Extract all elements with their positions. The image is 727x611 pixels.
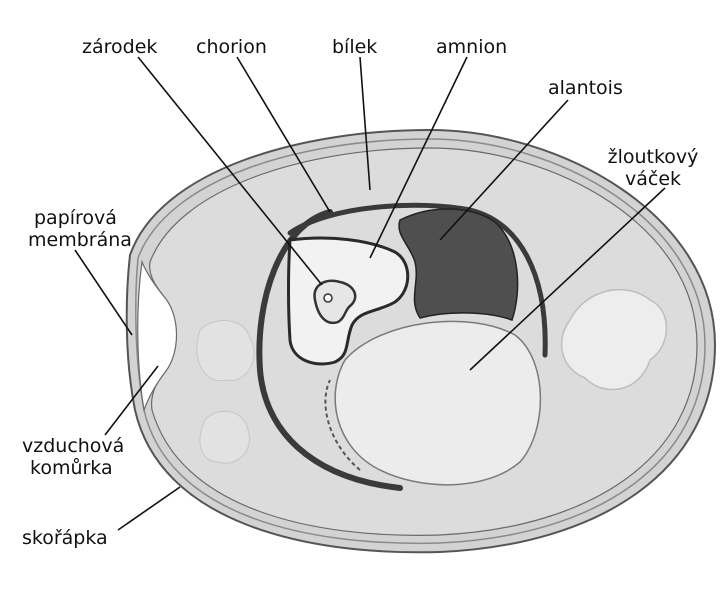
label-papirova-line2: membrána xyxy=(28,229,132,251)
label-amnion: amnion xyxy=(436,36,507,58)
label-papirova-line1: papírová xyxy=(28,207,132,229)
label-zarodek: zárodek xyxy=(82,36,157,58)
embryo-eye xyxy=(324,294,332,302)
yolk-sac xyxy=(335,321,540,484)
label-papirova-membrana: papírová membrána xyxy=(28,207,132,251)
label-vzduchova-line2: komůrka xyxy=(22,457,124,479)
label-zloutkovy-line1: žloutkový xyxy=(598,146,708,168)
label-skorapka: skořápka xyxy=(22,527,108,549)
label-vzduchova-line1: vzduchová xyxy=(22,435,124,457)
label-vzduchova-komurka: vzduchová komůrka xyxy=(22,435,124,479)
label-alantois: alantois xyxy=(548,77,623,99)
chalaza-left xyxy=(197,321,254,381)
label-zloutkovy-line2: váček xyxy=(598,168,708,190)
leader-skorapka xyxy=(118,487,180,530)
label-chorion: chorion xyxy=(196,36,267,58)
leader-papirova xyxy=(75,250,132,335)
chalaza-left-lower xyxy=(200,411,250,463)
label-zloutkovy-vacek: žloutkový váček xyxy=(598,146,708,190)
label-bilek: bílek xyxy=(332,36,377,58)
